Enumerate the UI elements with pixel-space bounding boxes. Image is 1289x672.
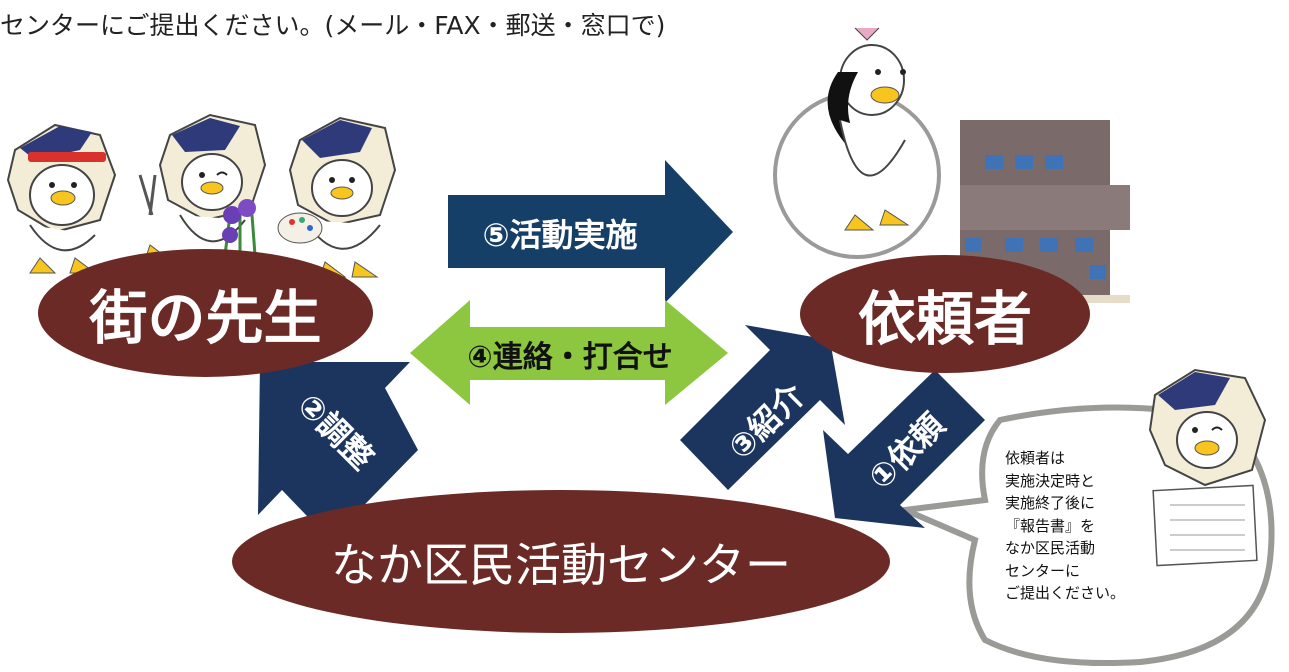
step2-arrow [258, 362, 418, 540]
node-requester: 依頼者 [800, 255, 1090, 373]
top-note: センターにご提出ください。(メール・FAX・郵送・窓口で) [0, 11, 666, 40]
step4-arrow [410, 300, 728, 405]
bubble-text: 依頼者は 実施決定時と 実施終了後に 『報告書』を なか区民活動 センターに ご… [1005, 447, 1125, 605]
node-center-label: なか区民活動センター [331, 537, 791, 592]
bubble-line: 『報告書』を [1005, 516, 1096, 535]
node-center: なか区民活動センター [232, 490, 890, 633]
step1-arrow [823, 370, 985, 528]
bubble-line: なか区民活動 [1005, 539, 1096, 557]
bubble-line: 実施決定時と [1005, 471, 1096, 490]
node-teacher-label: 街の先生 [89, 284, 322, 352]
node-requester-label: 依頼者 [857, 285, 1032, 353]
step5-label: ⑤活動実施 [482, 215, 638, 254]
requester-illustration [773, 27, 1130, 303]
bubble-mascot [1148, 368, 1267, 567]
bubble-line: センターに [1005, 561, 1081, 580]
step4-label: ④連絡・打合せ [467, 340, 673, 375]
step3-arrow [680, 325, 845, 490]
bubble-line: 実施終了後に [1005, 494, 1096, 512]
node-teacher: 街の先生 [38, 249, 373, 377]
bubble-line: 依頼者は [1005, 449, 1066, 467]
step5-arrow [448, 160, 733, 303]
bubble-line: ご提出ください。 [1005, 584, 1126, 602]
